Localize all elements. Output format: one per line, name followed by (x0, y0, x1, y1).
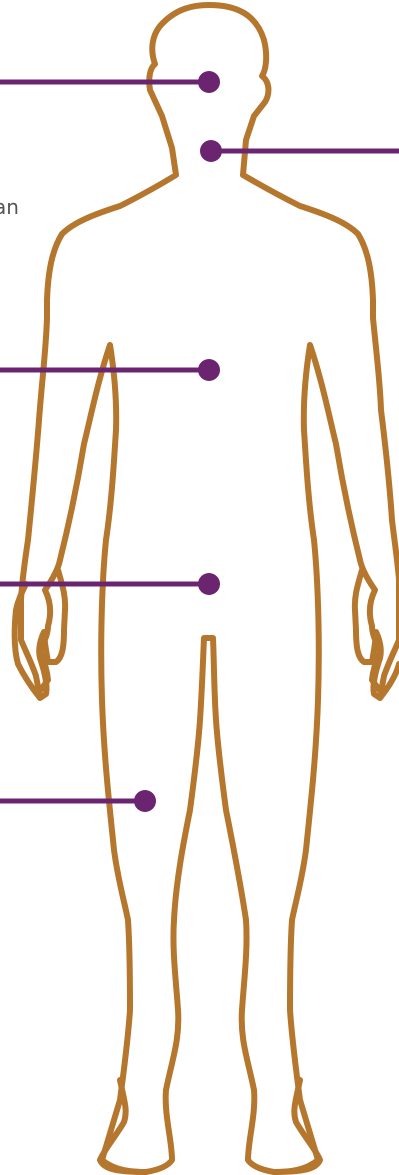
clipped-label-text: an (0, 192, 18, 222)
clipped-label-fragment: an (0, 192, 18, 222)
right-foot-outline (274, 1080, 320, 1172)
pointer-head (0, 71, 220, 93)
pointer-neck (200, 140, 399, 162)
left-foot-outline (100, 1080, 146, 1172)
pointer-thigh (0, 790, 156, 812)
pointer-lower-abdomen (0, 573, 220, 595)
